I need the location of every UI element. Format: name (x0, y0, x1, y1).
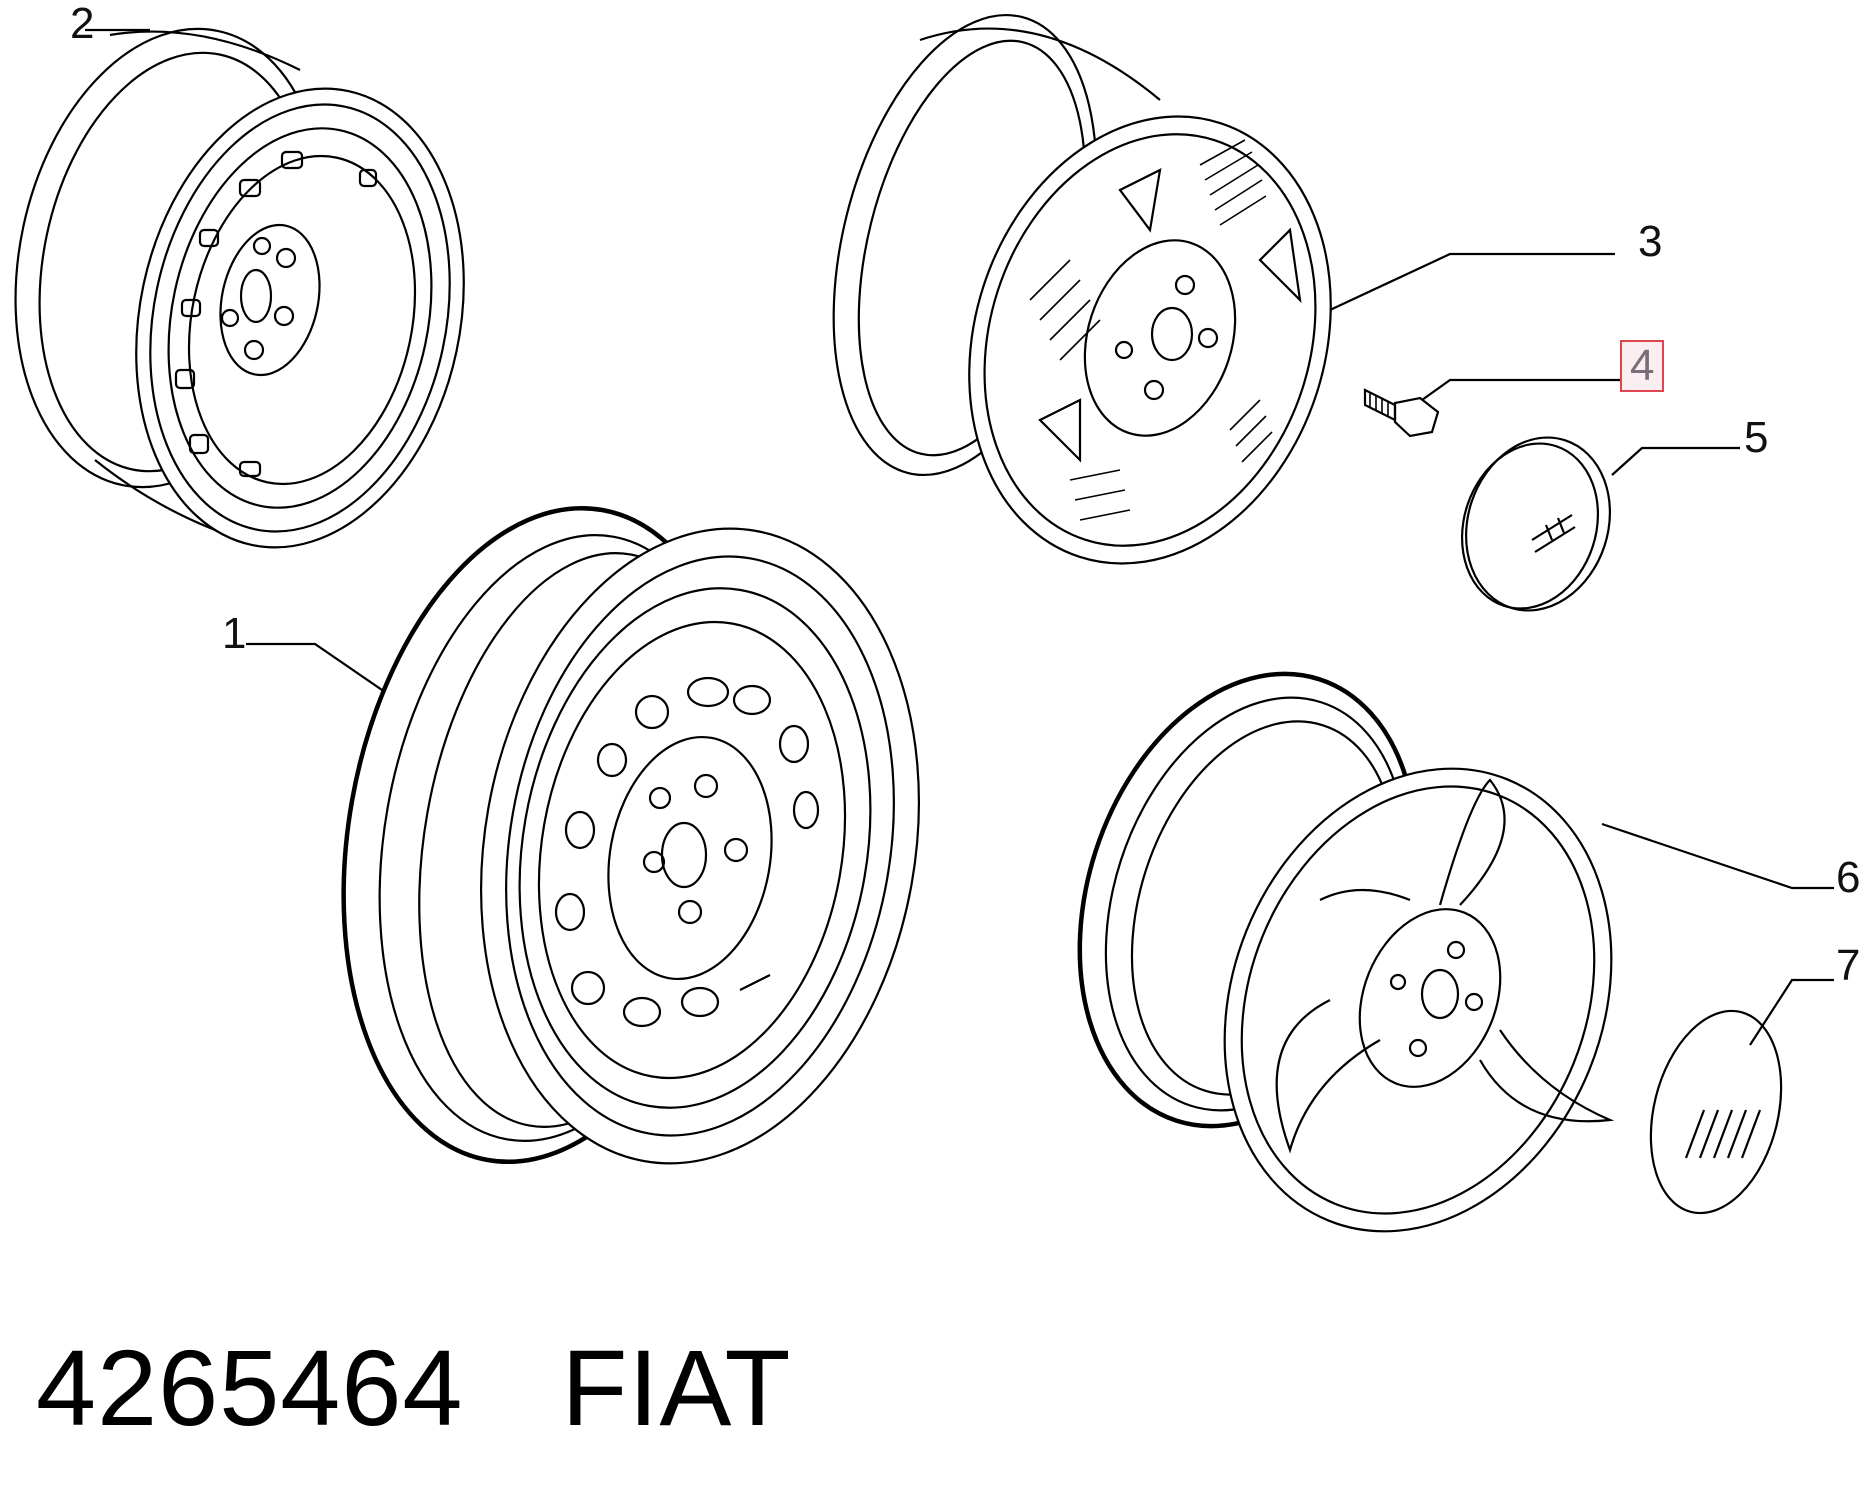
leader-lines (246, 252, 1834, 1046)
alloy-rim-3 (832, 13, 1332, 565)
callout-7[interactable]: 7 (1836, 941, 1861, 990)
tyre-wheel-1 (341, 505, 921, 1165)
brand-name: FIAT (561, 1327, 792, 1448)
caption: 4265464 FIAT (36, 1325, 791, 1450)
callout-2[interactable]: 2 (70, 0, 95, 48)
center-cap-5 (1460, 436, 1612, 612)
center-cap-7 (1649, 1009, 1783, 1215)
steel-rim-2 (14, 27, 465, 549)
callout-6[interactable]: 6 (1836, 853, 1861, 902)
callout-3[interactable]: 3 (1638, 217, 1663, 266)
callout-5[interactable]: 5 (1744, 413, 1769, 462)
alloy-rim-6 (1077, 671, 1615, 1233)
wheel-bolt-4 (1363, 388, 1440, 438)
part-number: 4265464 (36, 1327, 464, 1448)
callout-4-highlighted[interactable]: 4 (1620, 340, 1665, 392)
callout-1[interactable]: 1 (222, 609, 247, 658)
